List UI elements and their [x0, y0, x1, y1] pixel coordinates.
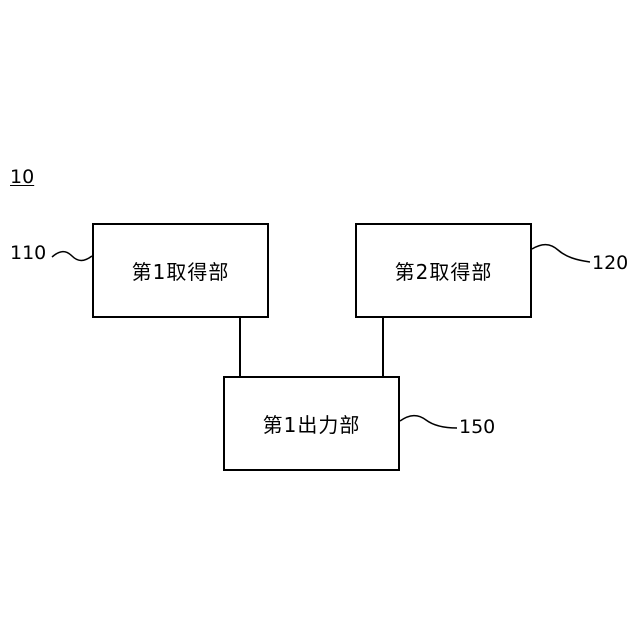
reference-number-110: 110	[10, 242, 46, 264]
block-label: 第2取得部	[395, 256, 493, 285]
reference-number-150: 150	[459, 416, 495, 438]
first-acquisition-block: 第1取得部	[92, 223, 269, 318]
first-output-block: 第1出力部	[223, 376, 400, 471]
reference-number-120: 120	[592, 252, 628, 274]
block-label: 第1取得部	[132, 256, 230, 285]
second-acquisition-block: 第2取得部	[355, 223, 532, 318]
leader-line-150	[400, 416, 457, 428]
leader-line-120	[532, 245, 590, 262]
block-label: 第1出力部	[263, 409, 361, 438]
leader-line-110	[52, 252, 92, 261]
